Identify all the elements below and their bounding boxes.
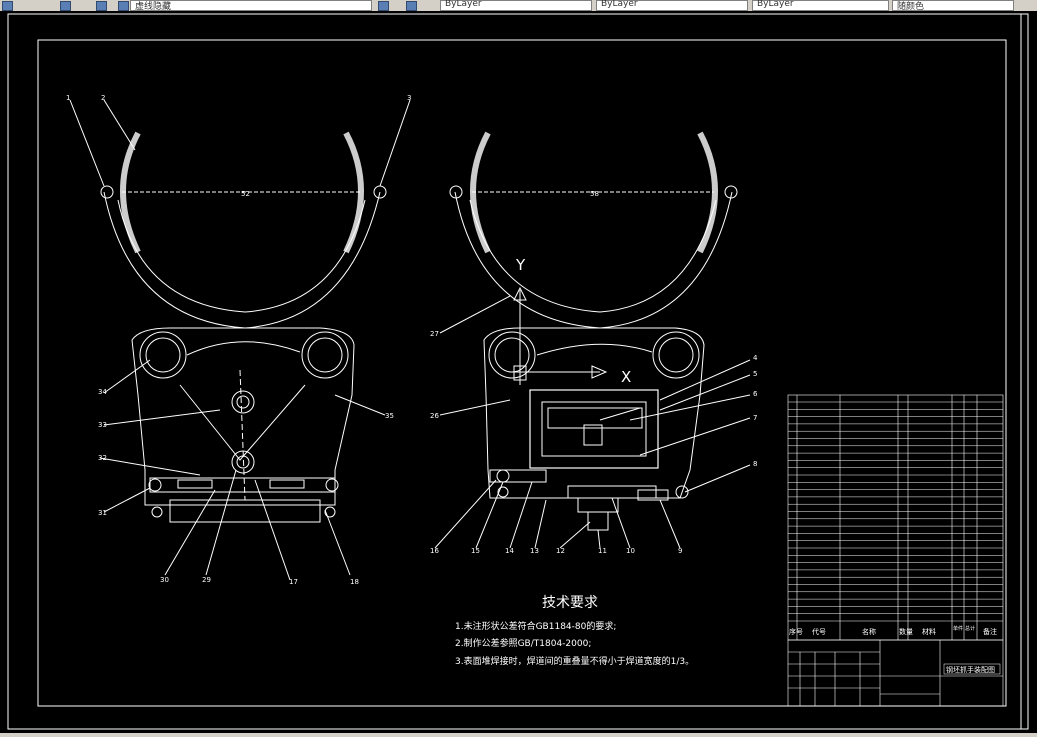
svg-text:序号: 序号 — [789, 627, 803, 636]
status-bar — [0, 733, 1037, 737]
axis-x-label: X — [621, 368, 631, 386]
plotstyle-dropdown[interactable]: 随颜色 — [892, 0, 1014, 12]
svg-text:名称: 名称 — [862, 627, 876, 636]
sheet-outer-border — [7, 13, 1029, 730]
svg-text:33: 33 — [98, 421, 107, 429]
color-dropdown[interactable]: ByLayer — [440, 0, 592, 11]
svg-text:8: 8 — [753, 460, 757, 468]
svg-text:2: 2 — [101, 94, 105, 102]
bom-header: 序号 代号 名称 数量 材料 单件 总计 备注 — [789, 625, 997, 636]
tech-requirement-2: 2.制作公差参照GB/T1804-2000; — [455, 637, 591, 649]
layer-dropdown-label: 虚线隐藏 — [135, 2, 172, 12]
title-block — [787, 639, 1004, 707]
svg-text:7: 7 — [753, 414, 757, 422]
svg-text:总计: 总计 — [965, 625, 975, 632]
layer-previous-icon[interactable] — [406, 1, 417, 11]
svg-text:单件: 单件 — [953, 625, 963, 632]
lineweight-dropdown-label: ByLayer — [757, 0, 794, 9]
svg-text:11: 11 — [598, 547, 607, 555]
svg-text:9: 9 — [678, 547, 682, 555]
layer-freeze-icon[interactable] — [96, 1, 107, 11]
tech-requirement-3: 3.表面堆焊接时，焊道间的重叠量不得小于焊道宽度的1/3。 — [455, 655, 694, 667]
make-current-icon[interactable] — [378, 1, 389, 11]
svg-text:29: 29 — [202, 576, 211, 584]
svg-text:6: 6 — [753, 390, 758, 398]
color-dropdown-label: ByLayer — [445, 0, 482, 9]
linetype-dropdown-label: ByLayer — [601, 0, 638, 9]
layer-icon[interactable] — [60, 1, 71, 11]
svg-text:18: 18 — [350, 578, 359, 586]
svg-text:17: 17 — [289, 578, 298, 586]
tech-requirement-1: 1.未注形状公差符合GB1184-80的要求; — [455, 620, 616, 632]
svg-text:16: 16 — [430, 547, 439, 555]
title-block-name: 钢坯抓手装配图 — [946, 665, 995, 674]
tech-requirements-title: 技术要求 — [542, 595, 598, 611]
svg-text:58: 58 — [590, 190, 599, 198]
svg-text:52: 52 — [241, 190, 250, 198]
linetype-dropdown[interactable]: ByLayer — [596, 0, 748, 11]
svg-text:备注: 备注 — [983, 627, 997, 636]
svg-text:5: 5 — [753, 370, 757, 378]
svg-text:26: 26 — [430, 412, 439, 420]
svg-text:27: 27 — [430, 330, 439, 338]
svg-text:3: 3 — [407, 94, 411, 102]
left-view — [69, 99, 411, 581]
svg-text:1: 1 — [66, 94, 70, 102]
svg-text:32: 32 — [98, 454, 107, 462]
bom-table — [787, 394, 1004, 641]
lineweight-dropdown[interactable]: ByLayer — [752, 0, 889, 11]
svg-text:12: 12 — [556, 547, 565, 555]
plotstyle-dropdown-label: 随颜色 — [897, 2, 925, 12]
svg-text:材料: 材料 — [922, 627, 936, 636]
toolbar: 虚线隐藏 ByLayer ByLayer ByLayer 随颜色 — [0, 0, 1037, 12]
draw-icon[interactable] — [2, 1, 13, 11]
layer-dropdown[interactable]: 虚线隐藏 — [130, 0, 372, 12]
layer-lock-icon[interactable] — [118, 1, 129, 11]
svg-text:数量: 数量 — [899, 627, 913, 636]
svg-text:10: 10 — [626, 547, 635, 555]
svg-text:14: 14 — [505, 547, 514, 555]
svg-text:31: 31 — [98, 509, 107, 517]
axis-y-label: Y — [515, 256, 526, 274]
svg-text:35: 35 — [385, 412, 394, 420]
right-view — [434, 131, 751, 549]
svg-text:4: 4 — [753, 354, 758, 362]
sheet-inner-border — [37, 39, 1007, 707]
svg-text:15: 15 — [471, 547, 480, 555]
svg-text:30: 30 — [160, 576, 169, 584]
svg-text:代号: 代号 — [812, 627, 826, 636]
svg-text:13: 13 — [530, 547, 539, 555]
svg-text:34: 34 — [98, 388, 107, 396]
